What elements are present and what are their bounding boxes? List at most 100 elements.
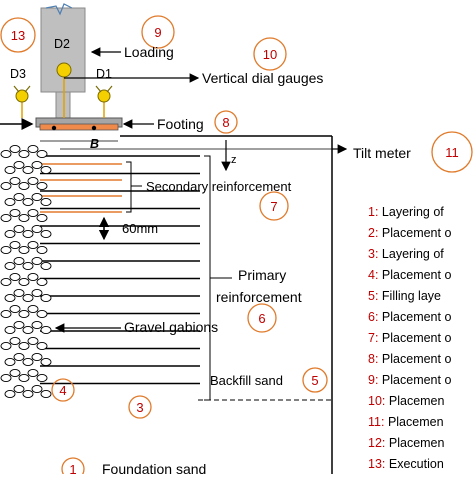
gravel-stone [31,320,43,330]
gravel-stone [0,341,12,351]
legend-item: 6: Placement o [368,310,452,324]
legend-item: 10: Placemen [368,394,445,408]
gravel-stone [31,192,43,202]
gravel-stone [40,197,52,207]
loading-label: Loading [124,44,174,60]
step-marker-10: 10 [262,47,278,62]
gravel-stone [13,224,25,234]
gravel-stone [31,224,43,234]
gravel-stone [4,389,16,399]
footing [35,117,123,131]
gravel-stone [9,208,21,218]
gravel-stone [9,304,21,314]
gravel-stone [22,165,34,175]
legend-item: 8: Placement o [368,352,452,366]
gravel-stone [40,229,52,239]
legend-item: 12: Placemen [368,436,445,450]
step-marker-5: 5 [311,373,319,388]
foundation-sand-label: Foundation sand [102,461,207,477]
gravel-stone [40,357,52,367]
step-marker-1: 1 [69,462,77,477]
gravel-stone [9,176,21,186]
leader-lines [0,47,348,333]
legend-item: 11: Placemen [368,415,444,429]
gravel-stone [31,384,43,394]
legend-item: 3: Layering of [368,247,444,261]
gravel-stone [36,181,48,191]
gravel-stone [4,293,16,303]
gauge-d3-label: D3 [10,67,26,81]
gravel-stone [31,160,43,170]
legend-item: 5: Filling laye [368,289,441,303]
step-marker-11: 11 [445,145,459,160]
gravel-stone [13,256,25,266]
gravel-stone [4,261,16,271]
gravel-stone [31,256,43,266]
gravel-stone [18,149,30,159]
gravel-stone [4,357,16,367]
gravel-stone [27,208,39,218]
gravel-stone [0,149,12,159]
gravel-stone [36,149,48,159]
legend-item: 1: Layering of [368,205,444,219]
gravel-stone [22,357,34,367]
gravel-stone [0,213,12,223]
gravel-stone [4,197,16,207]
gravel-stone [13,352,25,362]
gravel-stone [27,336,39,346]
legend-item: 2: Placement o [368,226,452,240]
legend-item: 4: Placement o [368,268,452,282]
gravel-stone [27,176,39,186]
gravel-stone [0,245,12,255]
gravel-stone [4,325,16,335]
gravel-stone [27,304,39,314]
gravel-stone [18,213,30,223]
axis-z-label: z [231,154,237,166]
gravel-stone [4,229,16,239]
gravel-stone [13,160,25,170]
legend-item: 7: Placement o [368,331,452,345]
step-marker-3: 3 [136,400,144,415]
gravel-stone [13,384,25,394]
footing-label: Footing [157,116,204,132]
secondary-bracket [126,161,142,213]
gravel-stone [9,144,21,154]
gravel-stone [36,341,48,351]
dial-gauges-label: Vertical dial gauges [202,70,324,86]
step-marker-9: 9 [154,25,162,40]
step-marker-6: 6 [258,311,266,326]
gravel-stone [36,245,48,255]
gravel-stone [13,320,25,330]
gravel-stone [22,197,34,207]
gravel-stone [9,272,21,282]
secondary-reinforcement-label: Secondary reinforcement [146,179,292,194]
loading-column [40,3,86,119]
primary-label-line2: reinforcement [216,289,302,305]
gravel-gabion-column [0,144,52,399]
gravel-stone [27,144,39,154]
gravel-stone [22,325,34,335]
gauge-d2-label: D2 [54,37,70,51]
gravel-stone [40,261,52,271]
gravel-stone [22,293,34,303]
gravel-stone [22,261,34,271]
gravel-stone [0,277,12,287]
gravel-stone [22,389,34,399]
gravel-stone [9,336,21,346]
step-marker-13: 13 [10,28,26,43]
gauge-d1-label: D1 [96,67,112,81]
step-marker-4: 4 [59,383,67,398]
gravel-stone [40,389,52,399]
gravel-stone [27,240,39,250]
dial-gauges [13,62,113,118]
gravel-stone [27,272,39,282]
gravel-stone [9,240,21,250]
gravel-stone [13,288,25,298]
tank-outline [120,135,333,474]
gravel-stone [40,325,52,335]
spacing-label: 60mm [122,221,159,236]
reinforcement-layers [40,155,200,385]
step-marker-8: 8 [222,115,230,130]
gravel-stone [18,373,30,383]
